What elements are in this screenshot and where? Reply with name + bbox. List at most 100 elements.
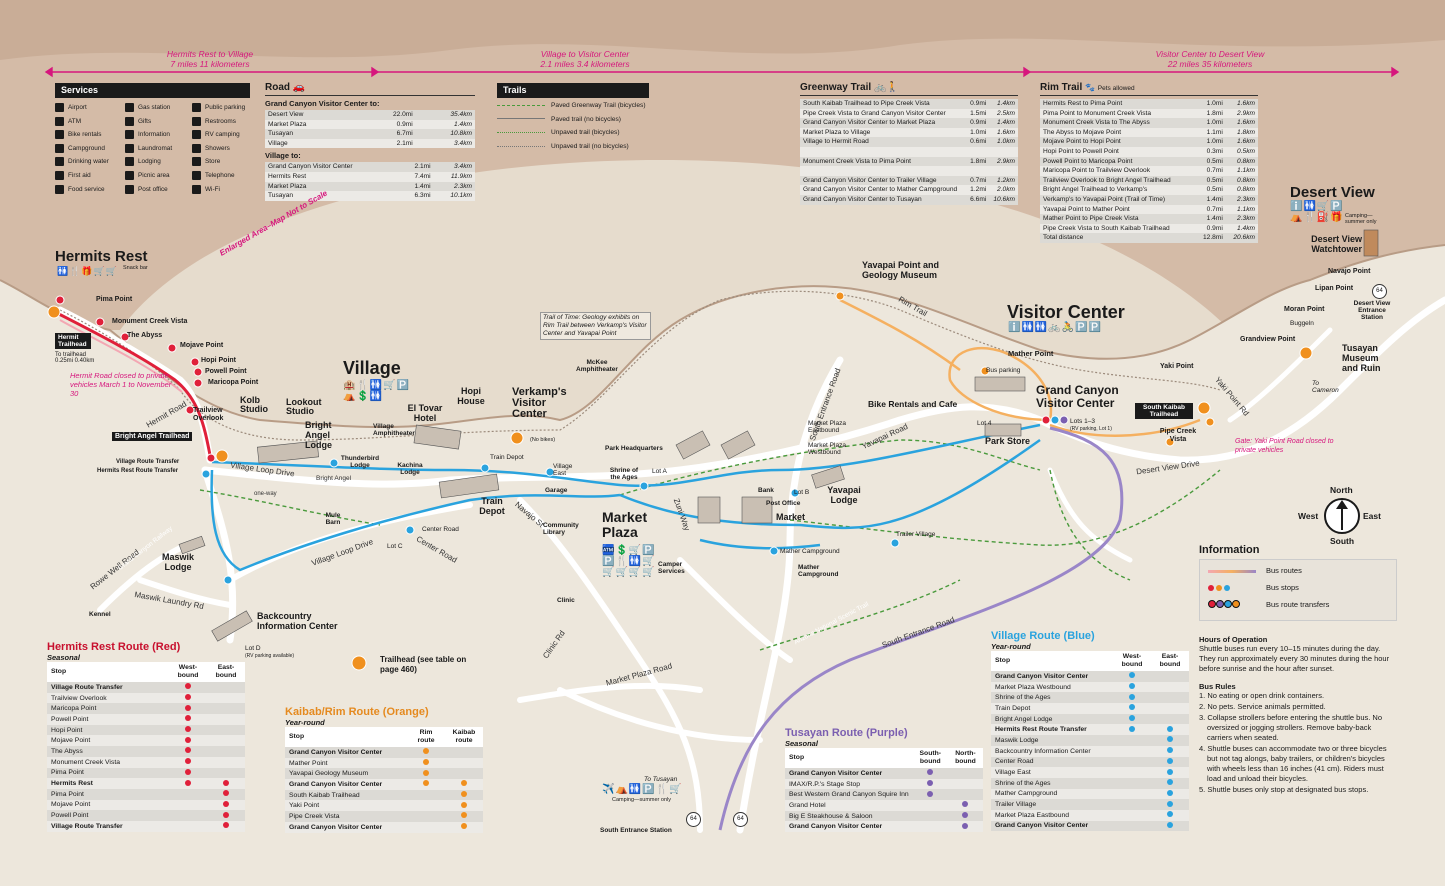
bus-stop-dot [223,800,229,807]
canyon-texture [0,0,1445,60]
bus-rule: 5. Shuttle buses only stop at designated… [1199,785,1369,794]
service-icon [125,171,134,180]
table-row: Pipe Creek Vista to Grand Canyon Visitor… [800,108,1018,119]
bus-stop-dot [1167,757,1173,764]
label-maswik: Maswik Lodge [161,552,194,572]
cell-name [800,166,967,176]
route-stop-row: Yavapai Geology Museum [285,768,483,780]
route-stop-row: Shrine of the Ages [991,777,1189,789]
route-stop-marker [445,821,483,833]
visitor-center-icons: ℹ️🚻🚻🚲🚴🅿️🅿️ [1008,322,1103,333]
label-gate-note: Gate: Yaki Point Road closed to private … [1235,438,1334,454]
trail-legend-item: Paved Greenway Trail (bicycles) [497,102,649,116]
orange-route-line [839,298,1201,437]
label-mckee: McKee Amphitheater [576,359,618,373]
bus-stop-dot [962,801,969,808]
route-stop-marker [1113,735,1151,746]
service-item: Public parking [192,103,245,112]
purple-route-sub: Seasonal [785,739,818,748]
route-col-a: West-bound [169,662,207,682]
greenway-trail [199,439,1221,651]
label-hermit-trailhead: Hermit Trailhead [55,333,91,349]
bus-stop-dot [927,769,934,776]
route-stop-row: South Kaibab Trailhead [285,789,483,801]
cell-km: 2.0km [989,185,1018,195]
service-icon [55,116,64,126]
cell-mi: 2.1mi [400,162,434,172]
route-stop-row: Maswik Lodge [991,735,1189,746]
route-stop-marker [445,811,483,822]
route-col-b: North-bound [947,748,983,768]
cell-km: 0.8km [1225,185,1258,195]
route-stop-row: Grand Canyon Visitor Center [285,779,483,790]
route-stop-row: Grand Canyon Visitor Center [991,820,1189,832]
route-stop-row: Bright Angel Lodge [991,713,1189,725]
route-stop-marker [1113,671,1151,682]
route-stop-row: Grand Canyon Visitor Center [785,821,983,833]
route-stop-marker [947,789,983,801]
bus-stop-dot [461,823,467,830]
route-stop-name: Maswik Lodge [991,735,1113,746]
label-village-east: Village East [553,463,573,477]
cell-name: Maricopa Point to Trailview Overlook [1040,166,1196,176]
cell-name: Total distance [1040,233,1196,243]
label-yavapai-pt: Yavapai Point and Geology Museum [862,260,940,280]
cell-km: 1.4km [415,119,475,130]
route-stop-marker [912,768,948,779]
service-label: Restrooms [205,117,236,125]
cell-mi [966,166,990,176]
route-stop-marker [407,768,445,780]
bus-stop-dot [1129,704,1135,711]
cell-km: 1.6km [1225,118,1258,128]
road-from-title: Grand Canyon Visitor Center to: [265,99,380,108]
service-label: Picnic area [138,172,170,180]
route-stop-marker [445,789,483,801]
label-lipan: Lipan Point [1315,285,1354,292]
cell-km: 10.1km [433,191,475,201]
cell-name: Pima Point to Monument Creek Vista [1040,108,1196,119]
service-icon [125,143,134,153]
service-item: Food service [55,184,105,194]
cell-km: 2.3km [433,181,475,192]
cell-km: 1.6km [989,127,1018,138]
hermits-rest-icons: 🚻🍴🎁🛒🛒 [57,266,119,276]
bus-stop-dot [1129,683,1135,690]
route-stop-name: Village Route Transfer [47,820,169,832]
service-label: Gas station [138,104,171,112]
greenway-panel: Greenway Trail 🚲🚶 South Kaibab Trailhead… [800,82,1018,205]
label-lots-1-3: Lots 1–3(RV parking, Lot 1) [1070,418,1112,432]
orange-route-panel: Kaibab/Rim Route (Orange) Year-round Sto… [285,706,483,833]
route-stop-row: Grand Canyon Visitor Center [285,821,483,833]
bus-stop-dot [185,726,191,733]
route-stop-marker [947,778,983,790]
service-icon [55,103,64,112]
label-south-entrance: South Entrance Station [600,827,672,834]
route-stop-marker [912,821,948,833]
route-stop-marker [169,746,207,757]
bus-stop-dot [1129,715,1135,722]
cell-km: 11.9km [433,171,475,182]
trail-legend-label: Unpaved trail (no bicycles) [551,142,629,150]
route-col-stop: Stop [47,662,169,682]
label-buggeln: Buggeln [1290,320,1314,327]
road-panel: Road 🚗 Grand Canyon Visitor Center to: D… [265,82,475,201]
label-to-cameron: To Cameron [1312,380,1339,394]
service-label: Telephone [205,172,235,180]
cell-km: 2.5km [989,108,1018,119]
label-no-bikes-1: (No bikes) [530,437,556,443]
bus-stop-dot [185,758,191,765]
cell-mi: 1.0mi [1195,137,1226,147]
table-row: South Kaibab Trailhead to Pipe Creek Vis… [800,99,1018,109]
label-mather-cg: Mather Campground [798,564,839,578]
service-label: Food service [68,185,105,193]
label-hermits-rest-route-transfer: Hermits Rest Route Transfer [97,468,179,474]
label-kolb: Kolb Studio [240,395,268,414]
